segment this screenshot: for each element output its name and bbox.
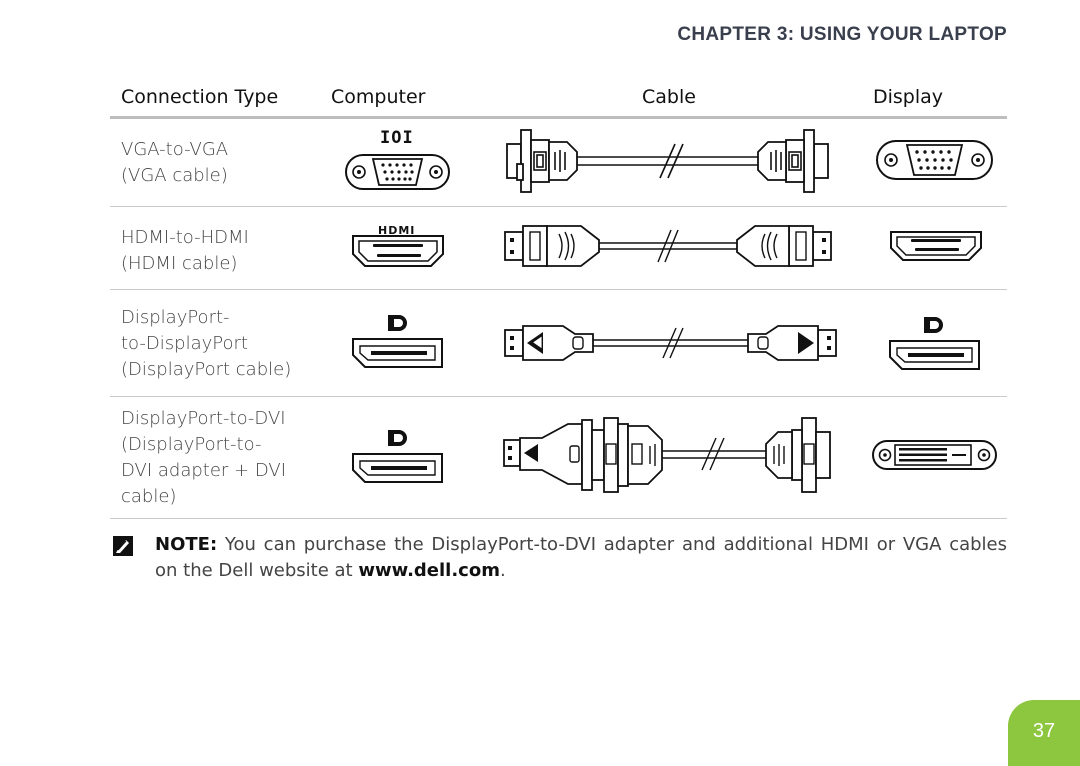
displayport-logo-icon <box>388 315 407 331</box>
header-rule <box>110 116 1007 119</box>
note-suffix: . <box>499 560 506 581</box>
connection-label-vga: VGA-to-VGA (VGA cable) <box>121 137 228 189</box>
label-line: (DisplayPort-to- <box>121 434 262 455</box>
vga-port-icon <box>345 154 450 190</box>
row-divider <box>110 518 1007 519</box>
hdmi-display-port-icon <box>890 231 982 261</box>
page-number-tab: 37 <box>1008 700 1080 766</box>
note-paragraph: NOTE: You can purchase the DisplayPort-t… <box>155 532 1007 584</box>
header-cable: Cable <box>642 86 696 108</box>
displayport-port-icon <box>352 453 443 483</box>
displayport-to-dvi-cable-icon <box>503 417 831 493</box>
vga-symbol-icon: IOI <box>380 128 414 148</box>
label-line: cable) <box>121 486 177 507</box>
displayport-display-logo-icon <box>924 317 943 333</box>
label-line: DisplayPort-to-DVI <box>121 408 286 429</box>
row-divider <box>110 396 1007 397</box>
header-display: Display <box>873 86 944 108</box>
row-divider <box>110 206 1007 207</box>
label-line: HDMI-to-HDMI <box>121 227 249 248</box>
note-text: You can purchase the DisplayPort-to-DVI … <box>155 534 1007 581</box>
label-line: to-DisplayPort <box>121 333 248 354</box>
displayport-port-icon <box>352 338 443 368</box>
label-line: DisplayPort- <box>121 307 230 328</box>
vga-display-port-icon <box>876 140 993 180</box>
chapter-title: CHAPTER 3: USING YOUR LAPTOP <box>677 24 1007 45</box>
dell-website-link[interactable]: www.dell.com <box>358 560 500 581</box>
header-connection-type: Connection Type <box>121 86 279 108</box>
label-line: (DisplayPort cable) <box>121 359 292 380</box>
connection-label-hdmi: HDMI-to-HDMI (HDMI cable) <box>121 225 249 277</box>
connection-label-displayport: DisplayPort- to-DisplayPort (DisplayPort… <box>121 305 291 383</box>
dvi-display-port-icon <box>872 440 997 470</box>
page-number: 37 <box>1032 720 1056 742</box>
hdmi-port-icon <box>352 235 444 267</box>
note-pencil-icon <box>113 536 133 556</box>
hdmi-logo-icon: HDMI <box>378 224 416 237</box>
label-line: VGA-to-VGA <box>121 139 229 160</box>
label-line: DVI adapter + DVI <box>121 460 287 481</box>
row-divider <box>110 289 1007 290</box>
displayport-logo-icon <box>388 430 407 446</box>
label-line: (HDMI cable) <box>121 253 238 274</box>
vga-cable-icon <box>506 129 829 193</box>
connection-label-displayport-to-dvi: DisplayPort-to-DVI (DisplayPort-to- DVI … <box>121 406 286 510</box>
note-prefix: NOTE: <box>155 534 218 555</box>
displayport-display-port-icon <box>889 340 980 370</box>
displayport-cable-icon <box>504 325 837 361</box>
header-computer: Computer <box>331 86 426 108</box>
label-line: (VGA cable) <box>121 165 228 186</box>
hdmi-cable-icon <box>504 225 832 267</box>
